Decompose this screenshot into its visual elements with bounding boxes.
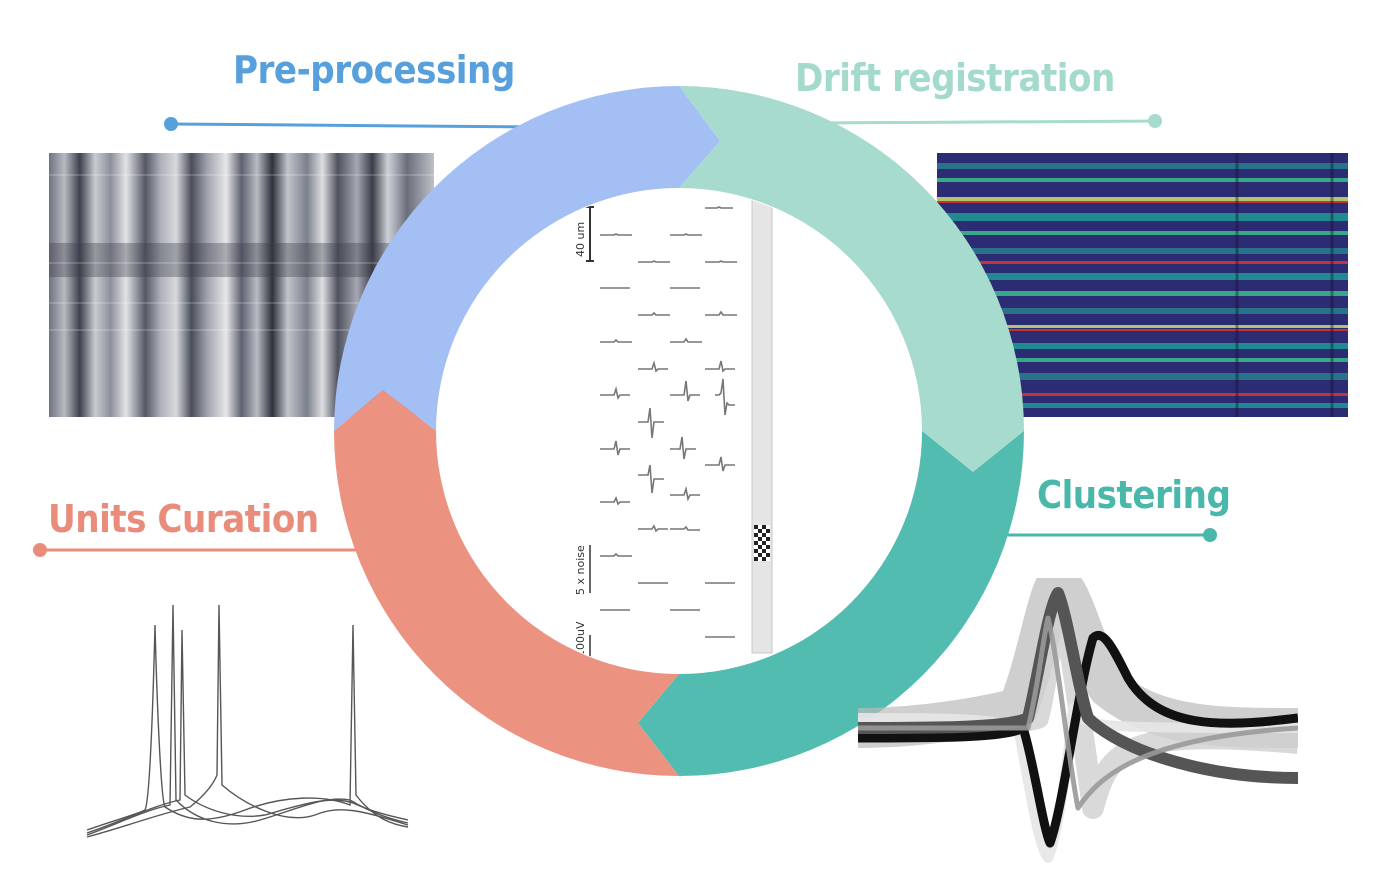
preprocessing-label: Pre-processing — [233, 48, 515, 92]
curation-connector-dot — [33, 543, 47, 557]
clustering-label: Clustering — [1037, 473, 1231, 517]
units-curation-spike-traces — [86, 604, 409, 838]
units-curation-label: Units Curation — [48, 497, 319, 541]
scale-label-um: 40 um — [574, 222, 587, 257]
probe-waveform-figure: 40 um 5 x noise 100uV — [574, 195, 773, 665]
scale-label-noise: 5 x noise — [574, 545, 587, 595]
connector-lines — [33, 114, 1217, 557]
preprocessing-connector-dot — [164, 117, 178, 131]
probe-shank — [751, 195, 773, 654]
ring-segment-curation — [334, 390, 679, 776]
ring-segment-clustering — [638, 431, 1024, 776]
drift-registration-label: Drift registration — [795, 56, 1115, 100]
drift-connector-dot — [1148, 114, 1162, 128]
preprocessing-connector — [170, 122, 541, 129]
clustering-connector-dot — [1203, 528, 1217, 542]
drift-connector — [814, 119, 1156, 125]
ring-segment-preprocessing — [334, 86, 720, 431]
probe-active-sites — [754, 525, 770, 561]
clustering-waveforms-image — [858, 578, 1298, 863]
channel-waveforms — [600, 206, 737, 638]
ring-segment-drift — [679, 86, 1024, 472]
scale-label-amp: 100uV — [574, 621, 587, 657]
